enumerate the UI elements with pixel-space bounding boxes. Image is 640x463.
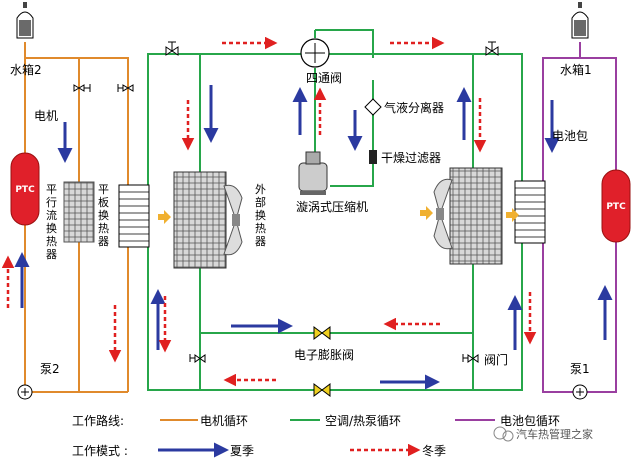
parallel-exchanger-char: 行	[46, 196, 57, 209]
valve-icon-bottom-left	[189, 354, 206, 363]
pump1-label: 泵1	[570, 362, 590, 376]
watermark: 汽车热管理之家	[493, 426, 593, 442]
valve-icon-bottom-right	[462, 354, 479, 363]
water-tank-2	[16, 2, 34, 39]
four-way-valve	[300, 38, 330, 68]
watermark-text: 汽车热管理之家	[516, 427, 593, 441]
parallel-exchanger-char: 换	[46, 221, 57, 235]
pump-1	[572, 384, 588, 400]
battery-pack-label: 电池包	[552, 129, 588, 143]
plate-exchanger-char: 板	[98, 195, 109, 209]
plate-exchanger-char: 平	[98, 183, 109, 196]
expansion-valve-upper	[313, 326, 331, 340]
fan-icon-left	[223, 184, 243, 256]
legend-motor-loop: 电机循环	[200, 414, 248, 428]
expansion-valve-lower	[313, 383, 331, 397]
valve-icon-top-right	[485, 41, 499, 56]
plate-exchanger-char: 热	[98, 222, 109, 235]
external-heat-exchanger	[173, 171, 227, 269]
parallel-exchanger-char: 流	[46, 208, 57, 222]
pump2-label: 泵2	[40, 362, 60, 376]
legend: 工作路线: 电机循环 空调/热泵循环 电池包循环 工作模式 : 夏季 冬季	[72, 413, 560, 458]
parallel-exchanger-char: 热	[46, 235, 57, 248]
valve-label: 阀门	[484, 352, 508, 367]
plate-exchanger-char: 器	[98, 235, 109, 248]
legend-summer: 夏季	[230, 444, 254, 458]
expansion-valve-label: 电子膨胀阀	[294, 348, 354, 362]
ptc-left-label: PTC	[15, 185, 35, 195]
compressor-label: 漩涡式压缩机	[296, 199, 368, 214]
plate-exchanger-right	[514, 180, 546, 244]
legend-route-title: 工作路线:	[72, 413, 124, 428]
valve-icon-motor-a	[73, 84, 91, 92]
parallel-exchanger-char: 平	[46, 183, 57, 196]
valve-icon-motor-b	[117, 84, 134, 92]
water-tank-1	[571, 2, 589, 39]
separator-label: 气液分离器	[384, 100, 444, 115]
dry-filter-label: 干燥过滤器	[381, 151, 441, 165]
hvac-loop-pipe	[147, 29, 523, 391]
tank2-label: 水箱2	[10, 62, 42, 77]
airflow-arrow-inner	[420, 206, 433, 220]
external-exchanger-char: 器	[255, 235, 266, 248]
plate-exchanger-char: 换	[98, 208, 109, 222]
four-way-valve-label: 四通阀	[306, 71, 342, 85]
external-exchanger-char: 换	[255, 208, 266, 222]
ptc-heater-left: PTC	[10, 152, 40, 226]
parallel-flow-exchanger	[63, 181, 95, 243]
external-exchanger-char: 部	[255, 195, 266, 209]
fan-icon-right	[433, 178, 453, 250]
scroll-compressor	[298, 151, 328, 195]
parallel-exchanger-char: 器	[46, 248, 57, 261]
ptc-heater-right: PTC	[601, 169, 631, 243]
plate-exchanger-left	[118, 184, 150, 248]
valve-icon-top-left	[165, 41, 179, 56]
tank1-label: 水箱1	[560, 62, 592, 77]
motor-label: 电机	[34, 109, 58, 123]
dry-filter	[369, 150, 377, 164]
airflow-arrow-left	[158, 210, 171, 224]
summer-flow-arrows	[14, 85, 613, 390]
gas-liquid-separator	[364, 98, 382, 116]
external-exchanger-char: 外	[255, 183, 266, 196]
battery-loop-pipe	[542, 42, 617, 393]
external-exchanger-char: 热	[255, 222, 266, 235]
inner-heat-exchanger	[449, 167, 503, 265]
airflow-arrow-right	[506, 208, 519, 222]
legend-hvac-loop: 空调/热泵循环	[325, 414, 401, 428]
pump-2	[17, 384, 33, 400]
legend-mode-title: 工作模式 :	[72, 444, 128, 458]
ptc-right-label: PTC	[606, 202, 626, 212]
legend-winter: 冬季	[422, 443, 446, 458]
legend-battery-loop: 电池包循环	[500, 414, 560, 428]
winter-flow-arrows	[1, 36, 537, 387]
